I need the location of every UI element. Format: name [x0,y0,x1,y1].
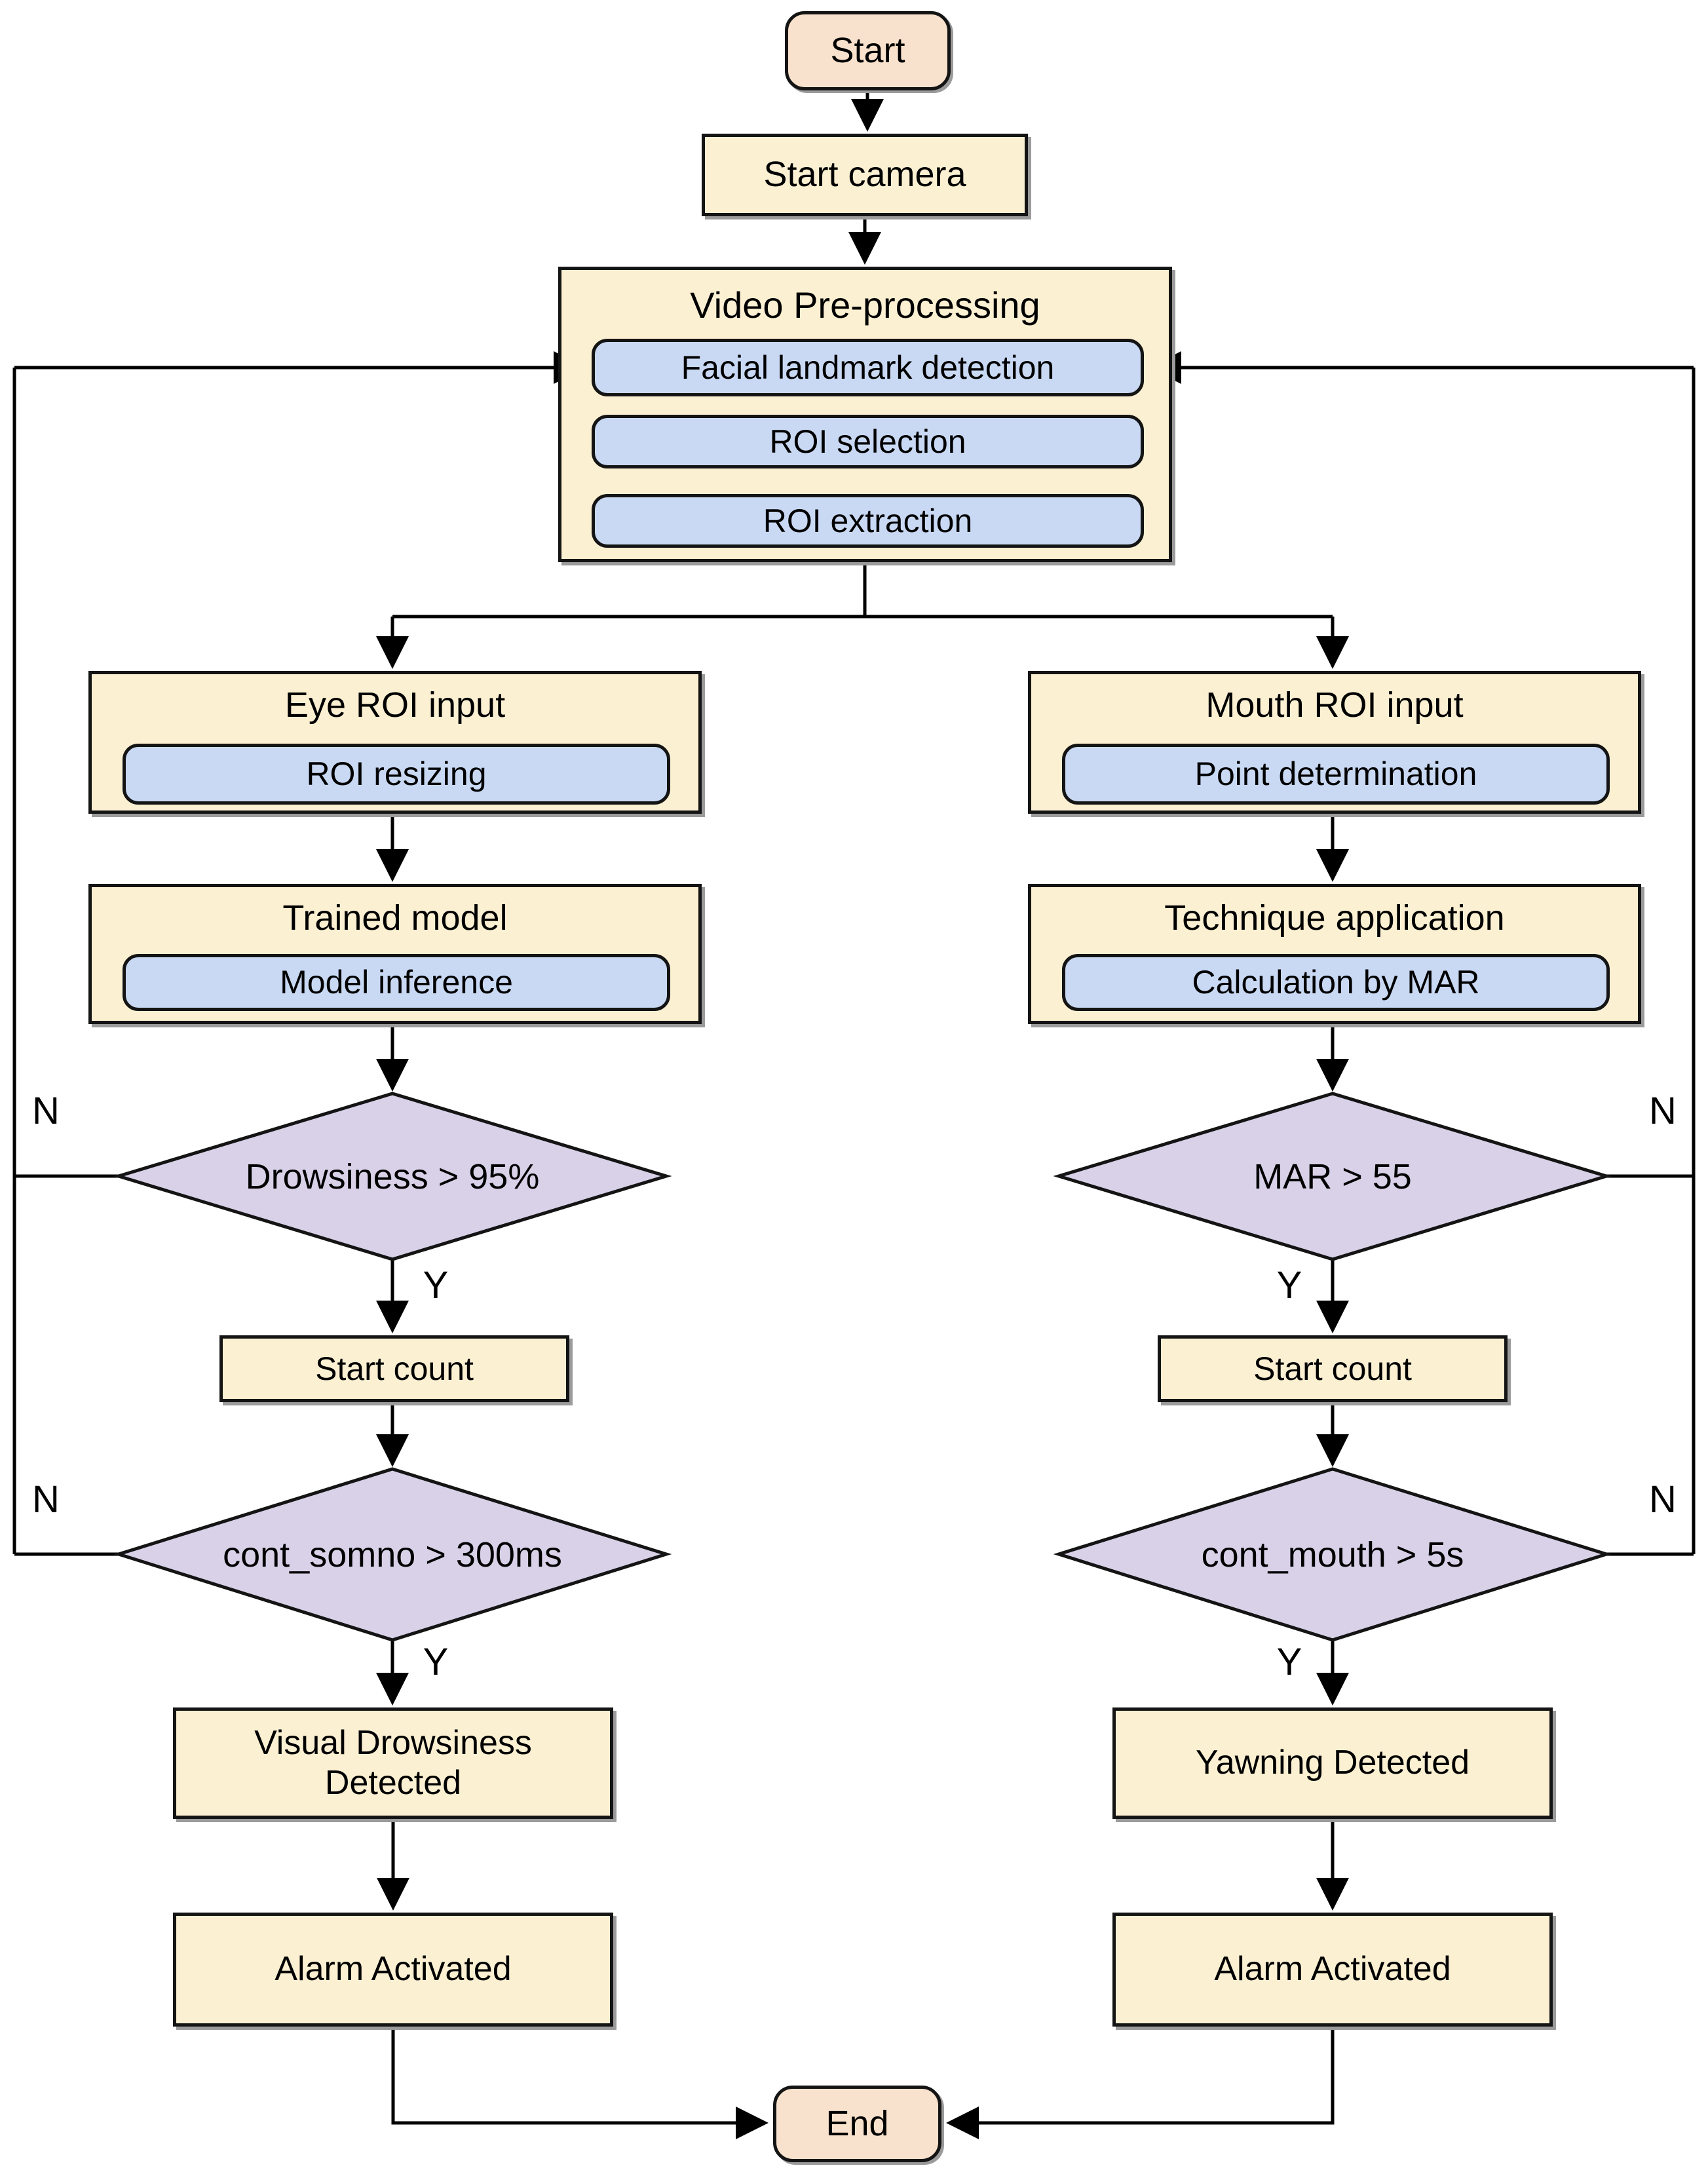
alarm-activated-left-process: Alarm Activated [173,1913,613,2027]
cont-mouth-yes-label: Y [1276,1640,1302,1683]
visual-drowsiness-detected-process: Visual Drowsiness Detected [173,1707,613,1819]
yawning-detected-process: Yawning Detected [1112,1707,1553,1819]
cont-mouth-no-label: N [1649,1478,1677,1521]
technique-application-title: Technique application [1164,898,1505,938]
calculation-by-mar-step: Calculation by MAR [1062,954,1610,1011]
edge-alarmright-to-end [946,2027,1335,2139]
start-terminal: Start [785,11,951,90]
start-camera-process: Start camera [702,134,1028,216]
roi-resizing-step: ROI resizing [123,744,670,805]
alarm-activated-right-process: Alarm Activated [1112,1913,1553,2027]
roi-extraction-step: ROI extraction [592,494,1144,548]
mouth-roi-input-group: Mouth ROI input Point determination [1028,671,1641,814]
decision-mar-shape [1053,1092,1612,1261]
end-terminal: End [773,2086,941,2162]
eye-roi-input-title: Eye ROI input [284,685,506,725]
drowsiness-yes-label: Y [423,1263,449,1306]
decision-drowsiness-shape [113,1092,672,1261]
trained-model-group: Trained model Model inference [88,884,702,1024]
point-determination-step: Point determination [1062,744,1610,805]
edge-right-no-loop [1606,368,1696,1556]
video-preprocessing-group: Video Pre-processing Facial landmark det… [558,267,1172,562]
edge-alarmleft-to-end [391,2027,769,2139]
mouth-roi-input-title: Mouth ROI input [1205,685,1464,725]
mar-yes-label: Y [1276,1263,1302,1306]
edge-left-no-loop [12,368,119,1556]
eye-roi-input-group: Eye ROI input ROI resizing [88,671,702,814]
trained-model-title: Trained model [282,898,508,938]
video-preprocessing-title: Video Pre-processing [690,284,1040,326]
drowsiness-no-label: N [32,1089,60,1132]
decision-cont-somno-shape [113,1467,672,1642]
decision-cont-somno: cont_somno > 300ms [223,1535,562,1574]
technique-application-group: Technique application Calculation by MAR [1028,884,1641,1024]
cont-somno-no-label: N [32,1478,60,1521]
decision-cont-mouth: cont_mouth > 5s [1201,1535,1464,1574]
roi-selection-step: ROI selection [592,415,1144,468]
start-count-right-process: Start count [1158,1335,1508,1402]
start-count-left-process: Start count [219,1335,569,1402]
decision-drowsiness: Drowsiness > 95% [245,1156,540,1196]
cont-somno-yes-label: Y [423,1640,449,1683]
mar-no-label: N [1649,1089,1677,1132]
decision-cont-mouth-shape [1053,1467,1612,1642]
model-inference-step: Model inference [123,954,670,1011]
edge-split [392,562,1333,619]
decision-mar: MAR > 55 [1253,1156,1412,1196]
facial-landmark-detection-step: Facial landmark detection [592,339,1144,396]
